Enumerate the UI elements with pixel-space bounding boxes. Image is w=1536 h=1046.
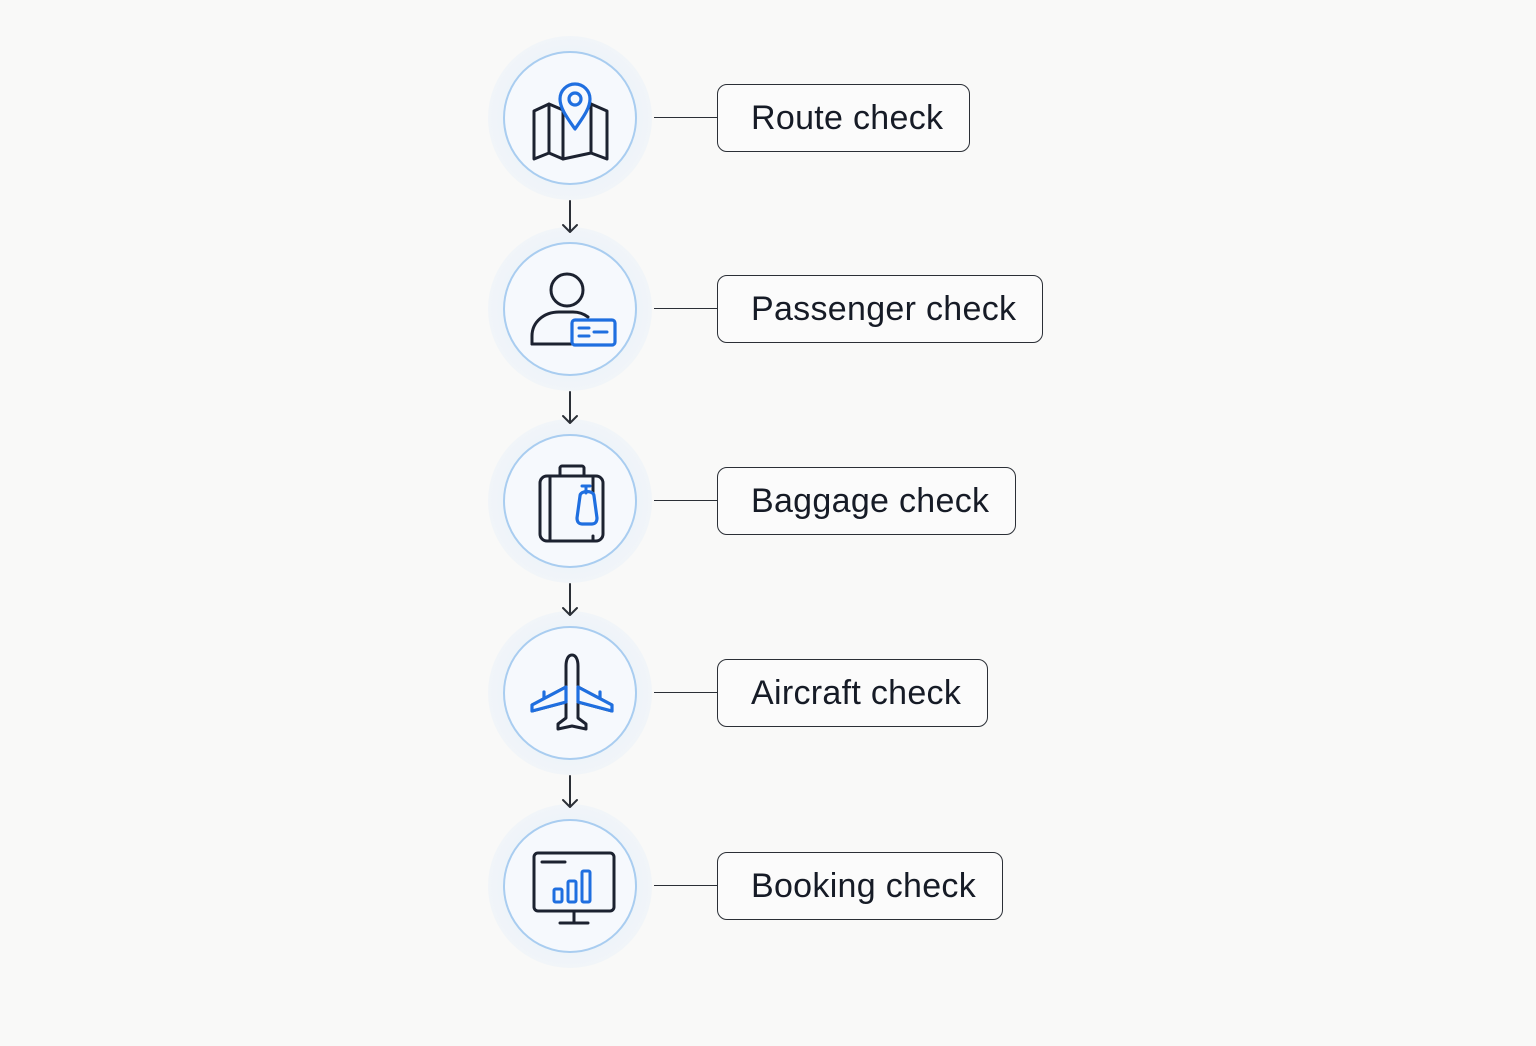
baggage-node — [503, 434, 637, 568]
suitcase-tag-icon — [538, 464, 605, 543]
step-baggage: Baggage check — [0, 419, 1536, 661]
step-aircraft: Aircraft check — [0, 611, 1536, 853]
step-label: Booking check — [751, 866, 977, 905]
map-pin-icon — [532, 82, 609, 161]
booking-check-box: Booking check — [717, 852, 1004, 920]
booking-node — [503, 819, 637, 953]
down-arrow-icon — [562, 775, 578, 808]
step-booking: Booking check — [0, 804, 1536, 1046]
connector-line — [654, 308, 718, 309]
down-arrow-icon — [562, 391, 578, 424]
airplane-icon — [530, 653, 614, 731]
down-arrow-icon — [562, 583, 578, 616]
aircraft-node — [503, 626, 637, 760]
step-label: Route check — [751, 98, 944, 137]
down-arrow-icon — [562, 200, 578, 233]
step-label: Passenger check — [751, 289, 1017, 328]
connector-line — [654, 500, 718, 501]
connector-line — [654, 692, 718, 693]
passenger-id-icon — [530, 272, 617, 347]
passenger-node — [503, 242, 637, 376]
connector-line — [654, 117, 718, 118]
route-check-box: Route check — [717, 84, 971, 152]
route-node — [503, 51, 637, 185]
step-label: Baggage check — [751, 481, 990, 520]
connector-line — [654, 885, 718, 886]
passenger-check-box: Passenger check — [717, 275, 1044, 343]
baggage-check-box: Baggage check — [717, 467, 1017, 535]
step-passenger: Passenger check — [0, 227, 1536, 469]
monitor-chart-icon — [532, 851, 616, 925]
step-route: Route check — [0, 36, 1536, 278]
step-label: Aircraft check — [751, 673, 962, 712]
aircraft-check-box: Aircraft check — [717, 659, 989, 727]
